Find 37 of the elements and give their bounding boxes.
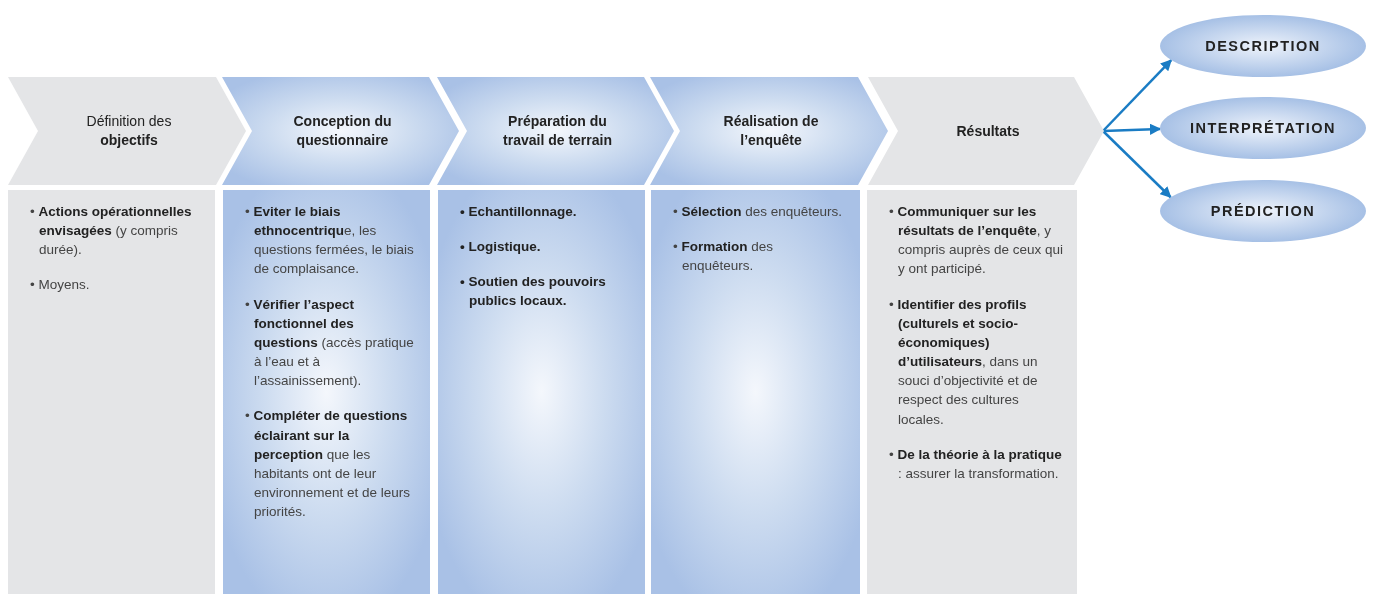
- detail-panel: [438, 190, 645, 594]
- detail-panel: [867, 190, 1077, 594]
- step-title: Définition des objectifs: [85, 112, 173, 150]
- bullet-text: • Eviter le biais ethnocentrique, les questions fermées, le biais de complaisance.: [245, 203, 415, 279]
- detail-panel: [651, 190, 860, 594]
- outcome-ellipse: [1160, 97, 1366, 159]
- process-step: [650, 77, 888, 185]
- bullet-text: • Echantillonnage.: [460, 203, 578, 221]
- outcome-label: DESCRIPTION: [1205, 38, 1321, 54]
- bullet-text: • Formation des enquêteurs.: [673, 238, 774, 276]
- detail-panel: [223, 190, 430, 594]
- arrow: [1102, 130, 1172, 199]
- bullet-text: • Actions opérationnelles envisagées (y compris durée).: [30, 203, 193, 260]
- bullet-text: • Communiquer sur les résultats de l’enquête, y compris auprès de ceux qui y ont participé.: [889, 203, 1065, 279]
- outcome-ellipse: [1160, 15, 1366, 77]
- bullet-text: • Soutien des pouvoirs publics locaux.: [460, 273, 607, 311]
- process-step: [868, 77, 1104, 185]
- step-title: Réalisation de l’enquête: [722, 112, 820, 150]
- bullet-text: • Compléter de questions éclairant sur la perception que les habitants ont de leur environnement et de leurs priorités.: [245, 407, 412, 522]
- bullet-text: • Vérifier l’aspect fonctionnel des questions (accès pratique à l’eau et à l’assainissement).: [245, 295, 415, 391]
- outcome-ellipse: [1160, 180, 1366, 242]
- bullet-text: • Logistique.: [460, 238, 542, 257]
- process-step: [8, 77, 246, 185]
- bullet-text: • Sélection des enquêteurs.: [673, 203, 844, 221]
- step-title: Résultats: [956, 121, 1020, 141]
- bullet-text: • Identifier des profils (culturels et socio-économiques) d’utilisateurs, dans un souci d’objectivité et de respect des cultures locales.: [889, 295, 1039, 429]
- step-title: Conception du questionnaire: [292, 112, 393, 150]
- arrow: [1102, 123, 1162, 135]
- bullet-text: • De la théorie à la pratique : assurer la transformation.: [889, 445, 1063, 483]
- arrow: [1102, 59, 1173, 132]
- process-step: [437, 77, 674, 185]
- bullet-text: • Moyens.: [30, 276, 91, 295]
- outcome-label: INTERPRÉTATION: [1189, 120, 1337, 136]
- step-title: Préparation du travail de terrain: [502, 112, 613, 150]
- outcome-label: PRÉDICTION: [1210, 203, 1316, 219]
- process-step: [222, 77, 459, 185]
- detail-panel: [8, 190, 215, 594]
